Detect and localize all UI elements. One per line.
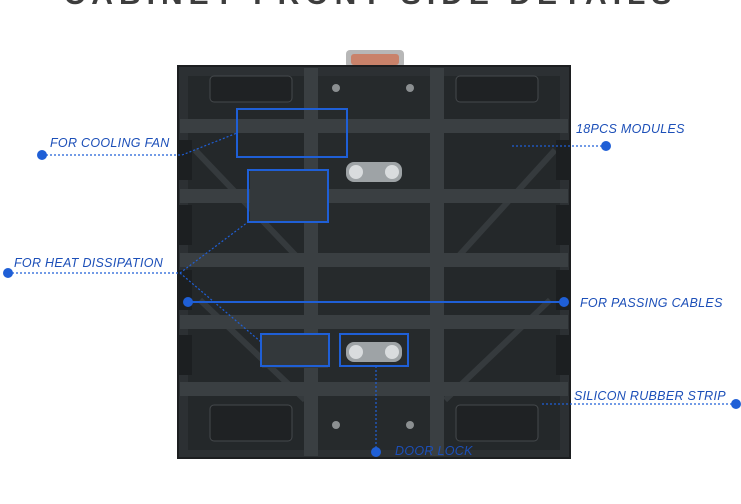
door-lock-dot (371, 447, 381, 457)
carry-handle (346, 50, 404, 68)
label-door-lock: DOOR LOCK (395, 444, 473, 458)
label-cooling-fan: FOR COOLING FAN (50, 136, 170, 150)
heat-dissipation-box-lower (260, 333, 330, 367)
heat-dissipation-box (247, 169, 329, 223)
label-passing-cables: FOR PASSING CABLES (580, 296, 723, 310)
door-lock-box (339, 333, 409, 367)
lower-latch (346, 342, 402, 362)
heat-dissipation-dot (3, 268, 13, 278)
modules-dot (601, 141, 611, 151)
rubber-strip-dot (731, 399, 741, 409)
cables-dot-left (183, 297, 193, 307)
cabinet-body (177, 65, 571, 459)
cables-dot-right (559, 297, 569, 307)
callout-dots (3, 141, 741, 457)
upper-latch (346, 162, 402, 182)
label-rubber-strip: SILICON RUBBER STRIP (574, 389, 726, 403)
cooling-fan-leader (42, 132, 238, 156)
callout-boxes (236, 108, 409, 367)
cooling-fan-dot (37, 150, 47, 160)
leader-lines (8, 132, 736, 452)
page-title: CABINET FRONT SIDE DETAILS (0, 0, 741, 12)
heat-dissipation-leader-lower (179, 272, 262, 343)
label-heat-dissipation: FOR HEAT DISSIPATION (14, 256, 164, 270)
label-modules: 18PCS MODULES (576, 122, 685, 136)
cooling-fan-box (236, 108, 348, 158)
